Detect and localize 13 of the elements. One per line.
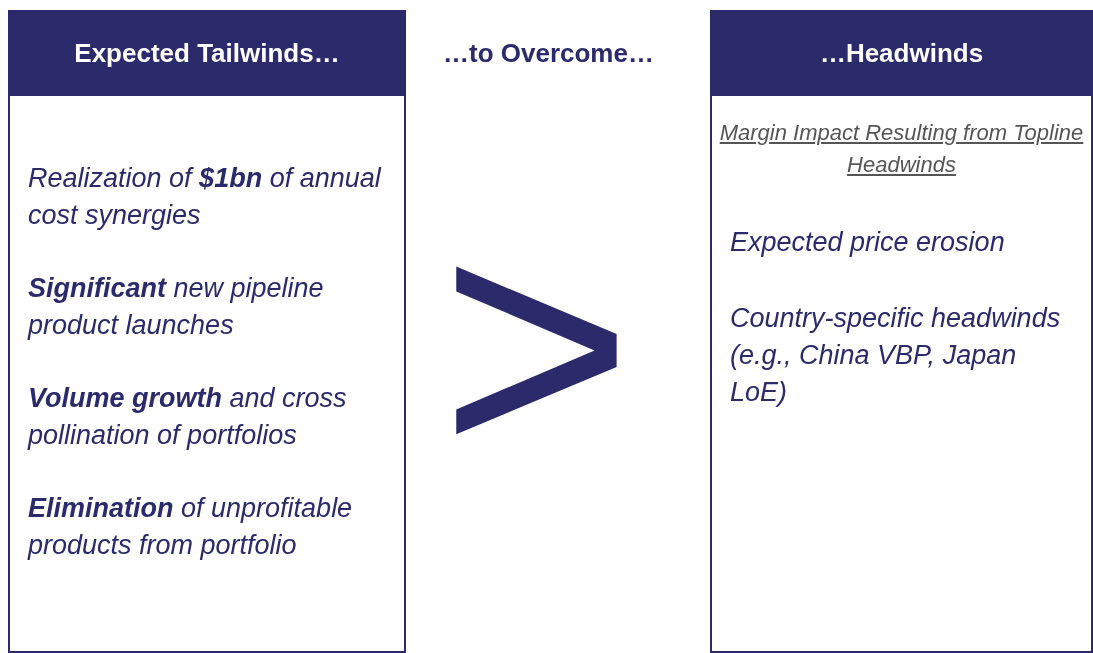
greater-than-sign: > xyxy=(440,180,633,510)
column-header: Expected Tailwinds… xyxy=(8,10,406,96)
heading-text: …to Overcome… xyxy=(443,38,654,69)
bullet-text: Country-specific headwinds (e.g., China VBP, Japan LoE) xyxy=(730,302,1062,409)
bullet-text: Significant new pipeline product launches xyxy=(28,272,325,342)
bullet-text: Realization of $1bn of annual cost synergies xyxy=(28,162,383,232)
column-header: …Headwinds xyxy=(710,10,1093,96)
column-panel xyxy=(710,10,1093,653)
bullet-text: Expected price erosion xyxy=(730,226,1006,259)
bullet-text: Elimination of unprofitable products from portfolio xyxy=(28,492,354,562)
bullet-text: Volume growth and cross pollination of portfolios xyxy=(28,382,348,452)
subtitle: Margin Impact Resulting from Topline Headwinds xyxy=(718,119,1085,179)
column-panel xyxy=(8,10,406,653)
